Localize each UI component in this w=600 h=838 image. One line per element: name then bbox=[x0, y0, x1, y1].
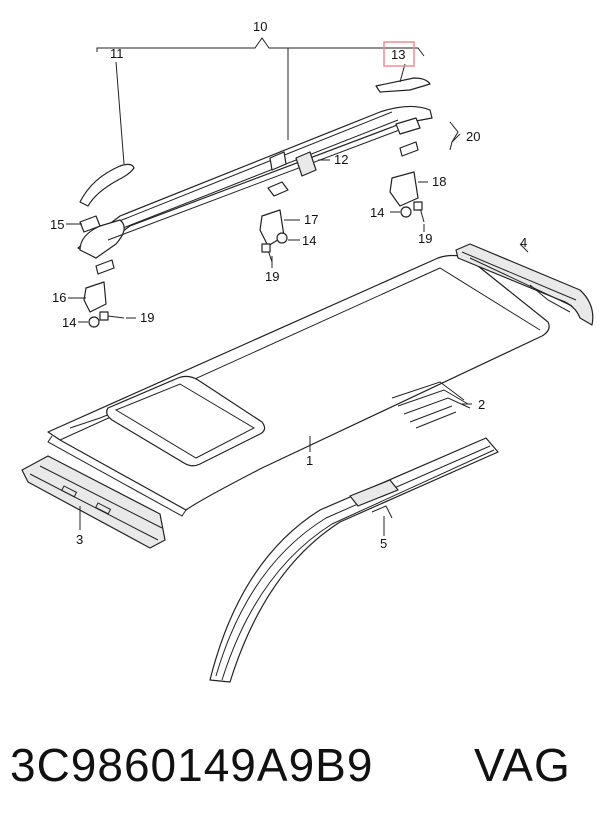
callout-13: 13 bbox=[391, 47, 405, 62]
rear-cross-member bbox=[455, 243, 594, 326]
clip-12 bbox=[295, 151, 317, 177]
rail-cover bbox=[375, 77, 431, 93]
side-frame-rail bbox=[209, 437, 499, 683]
callout-5: 5 bbox=[380, 536, 387, 551]
mount-pad-middle bbox=[267, 181, 289, 197]
callout-13-highlight bbox=[383, 41, 415, 67]
brand-label: VAG bbox=[474, 739, 571, 791]
callout-12: 12 bbox=[334, 152, 348, 167]
callout-1: 1 bbox=[306, 453, 313, 468]
callout-3: 3 bbox=[76, 532, 83, 547]
callout-16: 16 bbox=[52, 290, 66, 305]
bolt-19-right bbox=[413, 201, 425, 223]
callout-14-left: 14 bbox=[62, 315, 76, 330]
callout-17: 17 bbox=[304, 212, 318, 227]
callout-15: 15 bbox=[50, 217, 64, 232]
mount-pad-left bbox=[79, 215, 101, 233]
rail-end-cap bbox=[79, 163, 135, 207]
front-cross-member bbox=[21, 455, 166, 549]
part-number: 3C9860149A9B9 bbox=[10, 739, 374, 791]
roof-panel bbox=[47, 254, 550, 517]
nut-14-middle bbox=[276, 232, 288, 244]
mount-pad-right bbox=[395, 117, 421, 135]
callout-19-left: 19 bbox=[140, 310, 154, 325]
callout-11: 11 bbox=[110, 46, 124, 61]
nut-14-left bbox=[88, 316, 100, 328]
mount-pad-right-lower bbox=[399, 141, 419, 157]
nut-14-right bbox=[400, 206, 412, 218]
callout-14-middle: 14 bbox=[302, 233, 316, 248]
callout-19-middle: 19 bbox=[265, 269, 279, 284]
callout-10: 10 bbox=[253, 19, 267, 34]
callout-2: 2 bbox=[478, 397, 485, 412]
clip-small-mount bbox=[269, 151, 287, 171]
roof-rail bbox=[77, 105, 433, 259]
leader-lines bbox=[66, 37, 529, 536]
mount-pad-left-lower bbox=[95, 259, 115, 275]
bolt-19-left bbox=[99, 311, 125, 321]
callout-19-right: 19 bbox=[418, 231, 432, 246]
callout-14-right: 14 bbox=[370, 205, 384, 220]
bracket-16 bbox=[83, 281, 107, 313]
bracket-18 bbox=[389, 171, 419, 207]
callout-20: 20 bbox=[466, 129, 480, 144]
callout-4: 4 bbox=[520, 235, 527, 250]
bolt-19-middle bbox=[261, 243, 273, 263]
roof-seal-strips bbox=[391, 381, 471, 429]
callout-18: 18 bbox=[432, 174, 446, 189]
